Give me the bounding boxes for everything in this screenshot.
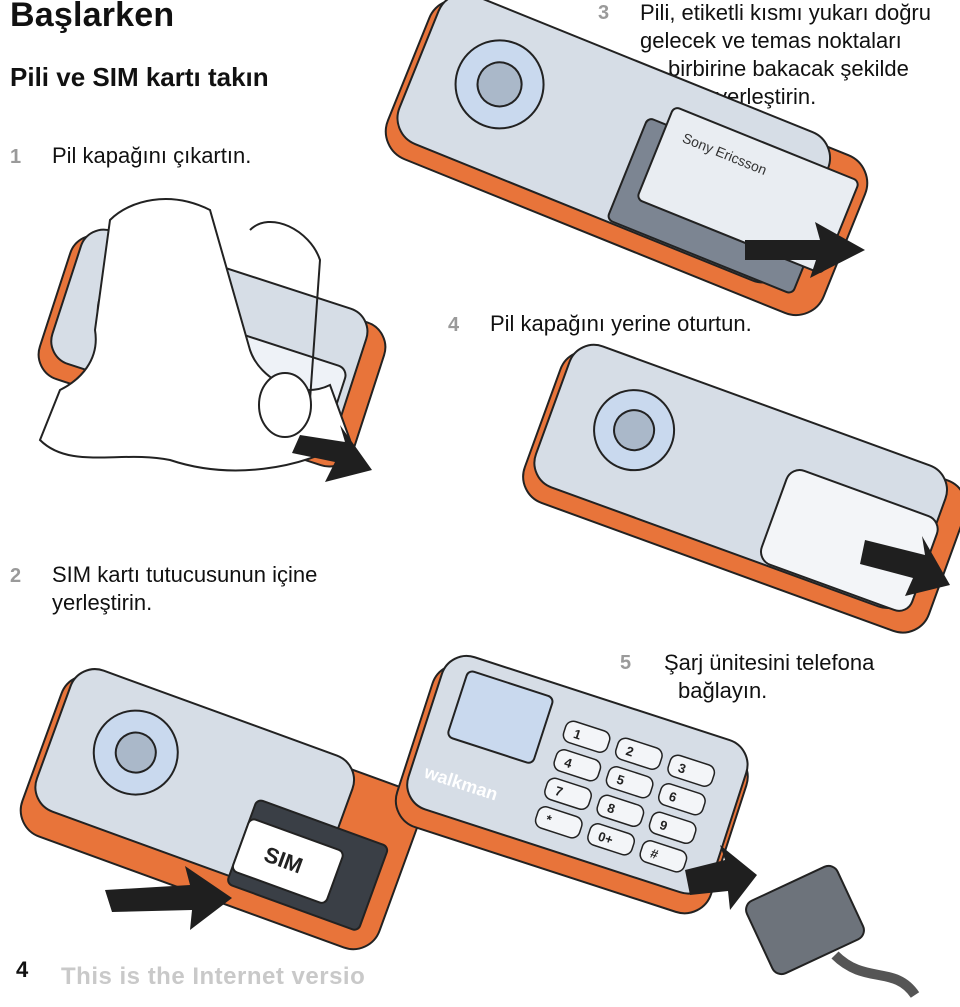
step-2-number: 2 (10, 565, 22, 587)
step-3-line-2: gelecek ve temas noktaları (640, 28, 902, 53)
keypad-key (639, 840, 688, 873)
illustration-replace-cover (522, 343, 960, 634)
step-4-number: 4 (448, 314, 460, 336)
keypad-key-label: 2 (624, 743, 636, 760)
page-title: Başlarken (10, 0, 175, 34)
step-1-number: 1 (10, 146, 22, 168)
keypad-key (553, 749, 602, 782)
step-4-text: Pil kapağını yerine oturtun. (490, 311, 752, 336)
sim-card (231, 818, 344, 904)
illustration-insert-battery: Sony Ericsson (384, 0, 869, 317)
keypad-key-label: 9 (658, 817, 670, 834)
page-number: 4 (16, 957, 29, 982)
keypad-key-label: * (544, 812, 554, 828)
keypad-key (614, 737, 663, 770)
keypad-key-label: 0+ (596, 829, 615, 848)
step-3-line-1: Pili, etiketli kısmı yukarı doğru (640, 0, 931, 25)
step-2-line-2: yerleştirin. (52, 590, 153, 615)
step-5-line-1: Şarj ünitesini telefona (664, 650, 875, 675)
keypad-key-label: 1 (572, 726, 584, 743)
keypad-key (648, 811, 697, 845)
keypad-key-label: 7 (553, 783, 565, 800)
keypad-key-label: 3 (676, 760, 688, 777)
keypad-key (596, 794, 645, 828)
watermark-text: This is the Internet versio (61, 963, 366, 990)
illustration-insert-sim: SIM (19, 668, 422, 951)
step-1-text: Pil kapağını çıkartın. (52, 143, 252, 168)
keypad-key-label: 6 (667, 789, 679, 806)
step-5-number: 5 (620, 652, 632, 674)
charger-plug (745, 864, 920, 999)
keypad-key (544, 777, 592, 811)
section-subtitle: Pili ve SIM kartı takın (10, 62, 269, 92)
step-3-number: 3 (598, 2, 610, 24)
keypad-key-label: 5 (615, 772, 627, 789)
keypad-key (587, 823, 636, 856)
step-3-line-3: birbirine bakacak şekilde (668, 56, 909, 81)
step-5-line-2: bağlayın. (678, 678, 768, 703)
keypad-key (657, 783, 706, 816)
illustration-remove-cover (37, 198, 387, 482)
keypad-key-label: 8 (606, 800, 618, 817)
keypad-key (534, 806, 583, 839)
step-2-line-1: SIM kartı tutucusunun içine (52, 562, 318, 587)
keypad-key (667, 754, 716, 787)
keypad-key (605, 766, 654, 799)
keypad-key (562, 720, 611, 753)
